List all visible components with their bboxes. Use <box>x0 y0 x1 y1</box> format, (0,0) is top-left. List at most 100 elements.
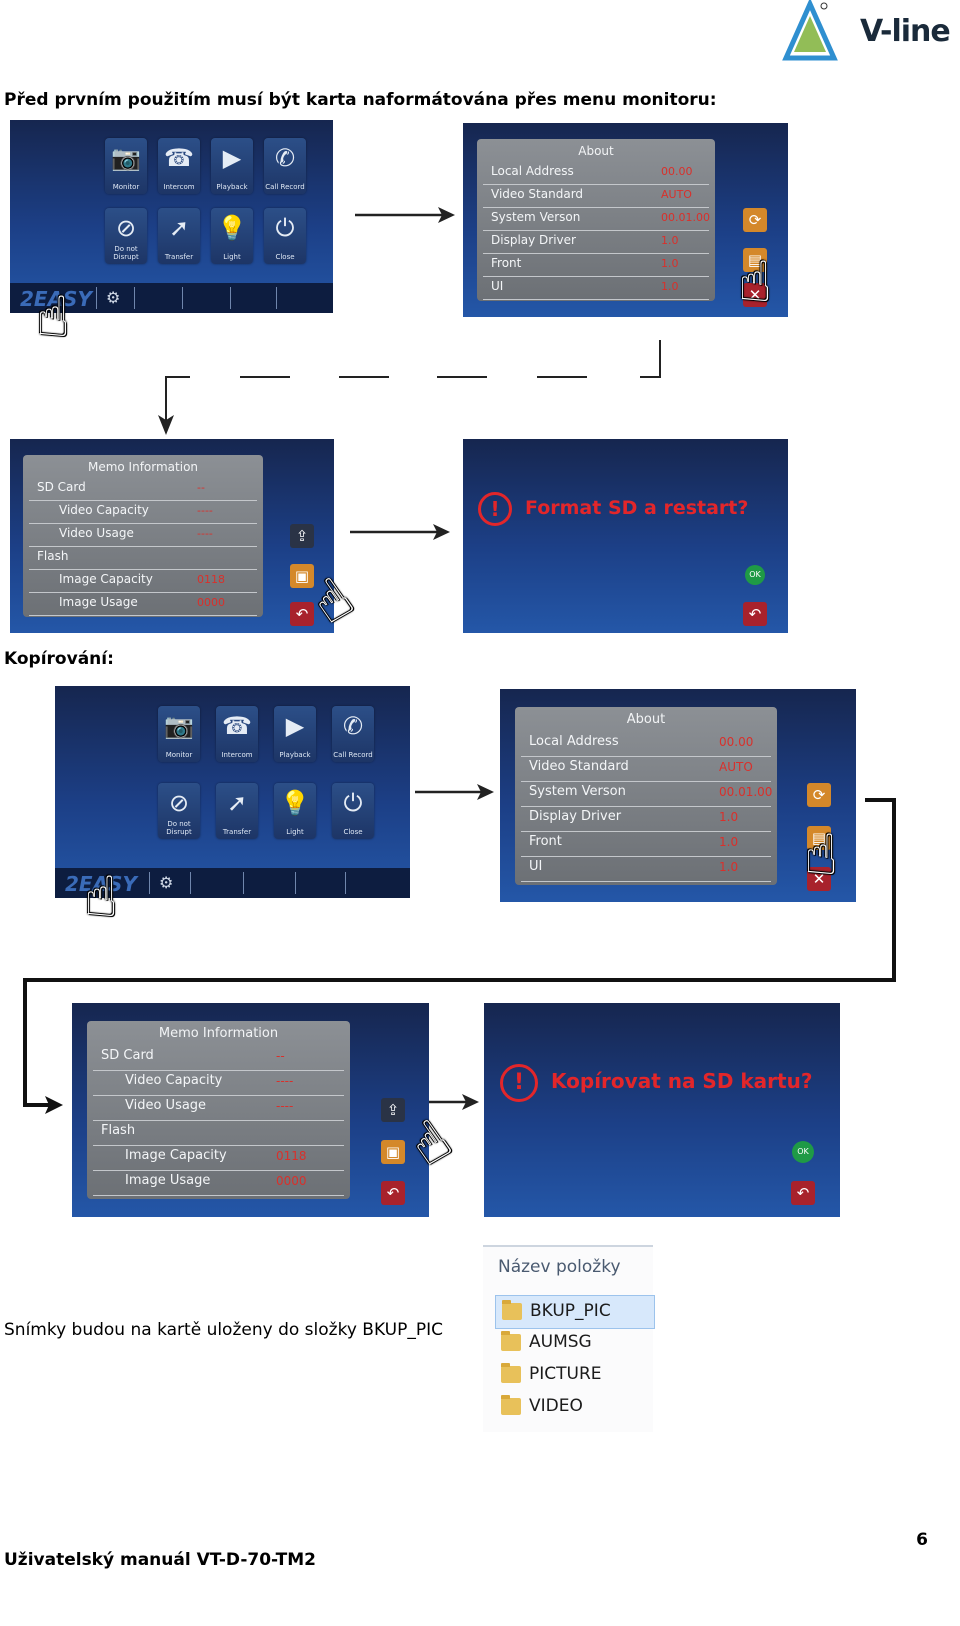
copy-button[interactable]: ⇪ <box>290 524 314 548</box>
menu-tile-do-not-disrupt[interactable]: ⊘Do not Disrupt <box>158 783 200 839</box>
row-value: 00.00 <box>661 165 693 178</box>
toolbar: 2EASY ⚙ <box>10 283 333 313</box>
memo-button[interactable]: ▤ <box>807 826 831 850</box>
row-label: Flash <box>101 1123 136 1138</box>
menu-tile-playback[interactable]: ▶ Playback <box>274 706 316 762</box>
row-label: System Verson <box>529 784 626 799</box>
row-label: SD Card <box>37 480 86 494</box>
gear-icon[interactable]: ⚙ <box>159 873 174 892</box>
row-label: UI <box>529 859 543 874</box>
back-button[interactable]: ↶ <box>791 1181 815 1205</box>
logo-text: V-line <box>860 14 951 49</box>
menu-tile-playback[interactable]: ▶ Playback <box>211 138 253 194</box>
row-label: Image Capacity <box>59 572 153 586</box>
back-button[interactable]: ↶ <box>381 1181 405 1205</box>
menu-tile-label: Transfer <box>164 253 194 261</box>
menu-tile-label: Playback <box>216 183 248 191</box>
menu-tile-label: Intercom <box>221 751 253 759</box>
menu-tile-intercom[interactable]: ☎Intercom <box>158 138 200 194</box>
menu-tile-label: Transfer <box>222 828 252 836</box>
row-label: SD Card <box>101 1048 154 1063</box>
panel-title: Memo Information <box>158 1026 279 1041</box>
menu-tile-close[interactable]: ⏻Close <box>264 208 306 264</box>
refresh-button[interactable]: ⟳ <box>807 783 831 807</box>
info-row: Video Usage---- <box>29 523 257 547</box>
row-label: Display Driver <box>491 233 576 247</box>
menu-tile-call-record[interactable]: ✆ Call Record <box>332 706 374 762</box>
call-record-icon: ✆ <box>342 712 364 740</box>
refresh-button[interactable]: ⟳ <box>743 208 767 232</box>
play-icon: ▶ <box>285 712 305 740</box>
row-value: 1.0 <box>719 860 739 874</box>
column-header-name[interactable]: Název položky <box>498 1257 621 1277</box>
play-icon: ▶ <box>222 144 242 172</box>
close-button[interactable]: ✕ <box>743 283 767 307</box>
row-label: Front <box>491 256 522 270</box>
row-label: Video Standard <box>529 759 629 774</box>
menu-tile-intercom[interactable]: ☎Intercom <box>216 706 258 762</box>
do-not-disturb-icon: ⊘ <box>115 214 137 242</box>
menu-tile-transfer[interactable]: ➚Transfer <box>216 783 258 839</box>
dashed-connector <box>158 340 661 435</box>
folder-item[interactable]: PICTURE <box>495 1359 653 1391</box>
folder-label: AUMSG <box>529 1332 592 1352</box>
power-icon: ⏻ <box>343 789 363 817</box>
back-button[interactable]: ↶ <box>743 602 767 626</box>
brand-logo: 2EASY <box>20 287 92 311</box>
row-value: 00.01.00 <box>719 785 773 799</box>
pointing-hand-icon: ☝ <box>36 285 71 350</box>
arrow-right-icon <box>350 524 450 540</box>
transfer-icon: ➚ <box>168 214 190 242</box>
menu-tile-light[interactable]: 💡Light <box>274 783 316 839</box>
warning-icon: ! <box>478 492 512 526</box>
menu-tile-do-not-disrupt[interactable]: ⊘ Do not Disrupt <box>105 208 147 264</box>
menu-tile-label: Call Record <box>265 183 305 191</box>
menu-tile-close[interactable]: ⏻Close <box>332 783 374 839</box>
format-button[interactable]: ▣ <box>381 1140 405 1164</box>
info-row: Video Capacity---- <box>93 1070 344 1096</box>
row-label: Image Capacity <box>125 1148 227 1163</box>
close-button[interactable]: ✕ <box>807 867 831 891</box>
caption: Snímky budou na kartě uloženy do složky … <box>4 1320 443 1340</box>
format-button[interactable]: ▣ <box>290 564 314 588</box>
folder-item[interactable]: VIDEO <box>495 1391 653 1423</box>
ok-button[interactable]: OK <box>792 1141 814 1163</box>
arrow-right-icon <box>415 784 494 800</box>
info-row: Video Capacity---- <box>29 500 257 524</box>
menu-tile-transfer[interactable]: ➚ Transfer <box>158 208 200 264</box>
menu-tile-label: Playback <box>279 751 311 759</box>
separator <box>96 287 97 309</box>
separator <box>243 872 244 894</box>
menu-tile-monitor[interactable]: 📷Monitor <box>105 138 147 194</box>
page-number: 6 <box>916 1530 928 1550</box>
row-label: Video Usage <box>125 1098 207 1113</box>
menu-tile-monitor[interactable]: 📷Monitor <box>158 706 200 762</box>
folder-item[interactable]: BKUP_PIC <box>495 1295 655 1329</box>
folder-label: VIDEO <box>529 1396 583 1416</box>
memo-button[interactable]: ▤ <box>743 248 767 272</box>
dialog-text: Format SD a restart? <box>525 497 749 519</box>
menu-tile-label: Do not Disrupt <box>166 820 192 836</box>
ok-button[interactable]: OK <box>745 565 765 585</box>
gear-icon[interactable]: ⚙ <box>106 288 121 307</box>
row-value: 0000 <box>197 596 225 609</box>
menu-tile-call-record[interactable]: ✆Call Record <box>264 138 306 194</box>
section1-heading: Před prvním použitím musí být karta nafo… <box>4 90 717 110</box>
main-menu-screen-1: 📷Monitor ☎Intercom ▶ Playback ✆Call Record ⊘ D… <box>10 120 333 313</box>
folder-item[interactable]: AUMSG <box>495 1327 653 1359</box>
menu-tile-label: Call Record <box>333 751 373 759</box>
row-value: 00.00 <box>719 735 754 749</box>
menu-tile-label: Do not Disrupt <box>113 245 139 261</box>
folder-icon <box>501 1363 521 1383</box>
menu-tile-light[interactable]: 💡Light <box>211 208 253 264</box>
back-button[interactable]: ↶ <box>290 602 314 626</box>
copy-button[interactable]: ⇪ <box>381 1098 405 1122</box>
row-value: 1.0 <box>661 280 679 293</box>
menu-tile-label: Monitor <box>165 751 193 759</box>
panel-title: About <box>626 712 666 727</box>
